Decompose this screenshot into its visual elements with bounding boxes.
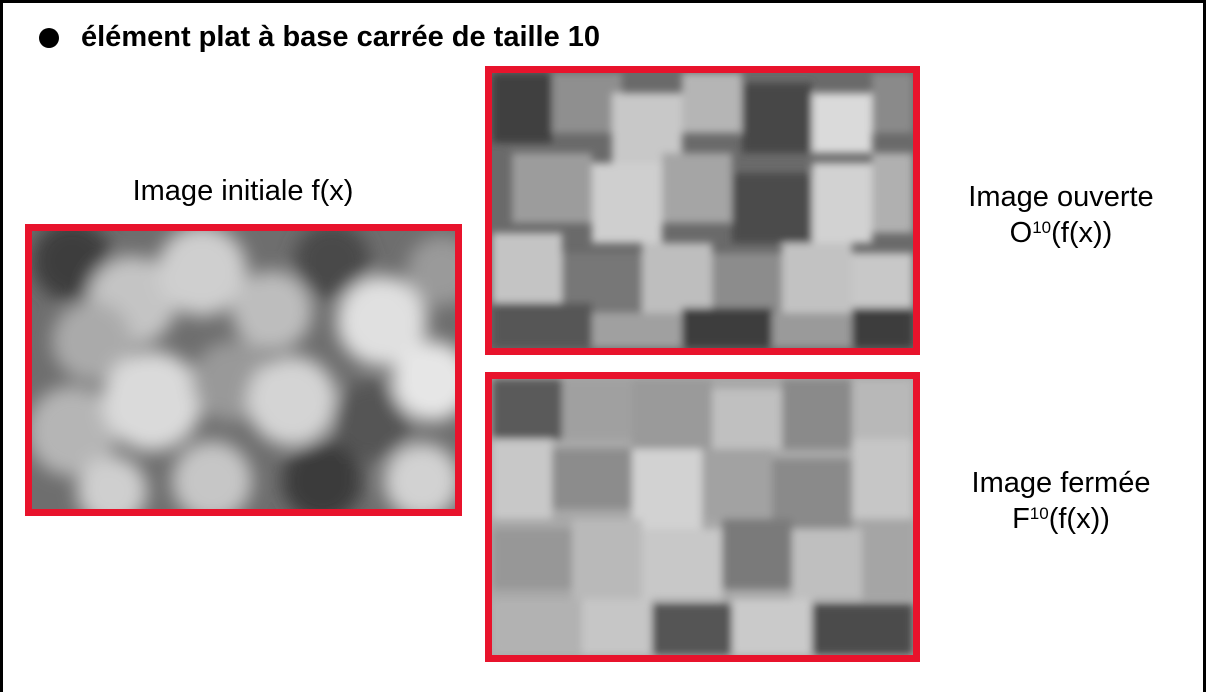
- opened-formula: O10(f(x)): [923, 215, 1199, 251]
- closed-formula: F10(f(x)): [923, 501, 1199, 537]
- bullet-icon: [39, 27, 59, 48]
- opened-op-exponent: 10: [1032, 218, 1052, 237]
- opened-image-frame: [485, 66, 920, 355]
- closed-image-label: Image fermée F10(f(x)): [923, 465, 1199, 537]
- closed-label-line1: Image fermée: [971, 467, 1151, 499]
- opened-op-letter: O: [1009, 217, 1033, 249]
- initial-image: [32, 231, 455, 509]
- opened-label-line1: Image ouverte: [968, 181, 1154, 213]
- initial-image-frame: [25, 224, 462, 516]
- closed-image-frame: [485, 372, 920, 662]
- closed-op-letter: F: [1012, 503, 1030, 535]
- closed-op-exponent: 10: [1029, 504, 1049, 523]
- closed-op-arg: (f(x)): [1048, 503, 1110, 535]
- initial-image-label: Image initiale f(x): [132, 175, 354, 207]
- slide-title: élément plat à base carrée de taille 10: [81, 21, 601, 53]
- opened-image-label: Image ouverte O10(f(x)): [923, 179, 1199, 251]
- title-row: élément plat à base carrée de taille 10: [39, 21, 600, 54]
- closed-image: [492, 379, 913, 655]
- opened-op-arg: (f(x)): [1051, 217, 1113, 249]
- opened-image: [492, 73, 913, 348]
